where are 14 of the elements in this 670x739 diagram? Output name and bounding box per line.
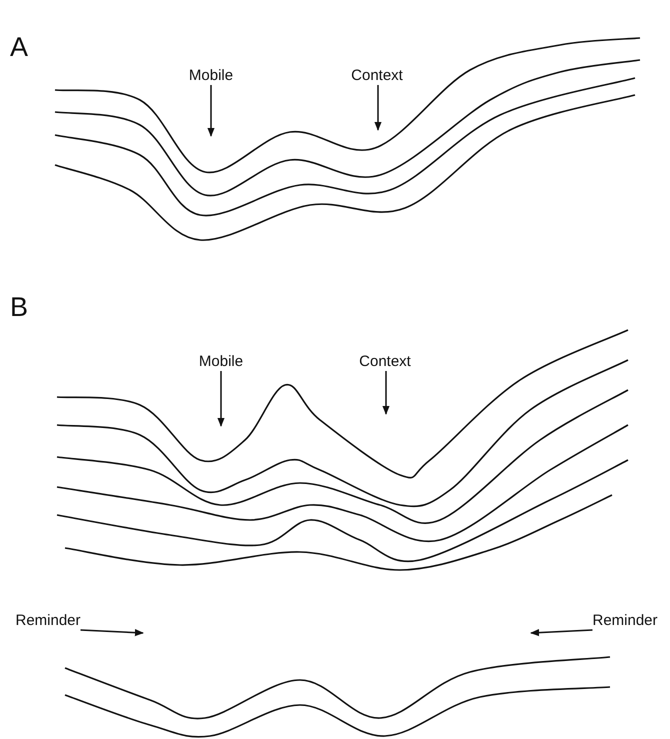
arrow xyxy=(382,371,390,415)
annotation-label: Mobile xyxy=(188,67,234,85)
arrow xyxy=(374,85,382,131)
annotation-label: Context xyxy=(359,353,411,371)
arrow xyxy=(207,85,215,137)
panel-letter: A xyxy=(10,32,28,62)
arrow xyxy=(217,371,225,427)
annotation-label: Context xyxy=(351,67,403,85)
annotation-label: Reminder xyxy=(15,612,81,630)
panel-letter: B xyxy=(10,292,28,322)
arrow xyxy=(80,629,144,636)
arrow xyxy=(530,629,593,636)
annotation-label: Mobile xyxy=(198,353,244,371)
annotation-label: Reminder xyxy=(592,612,658,630)
